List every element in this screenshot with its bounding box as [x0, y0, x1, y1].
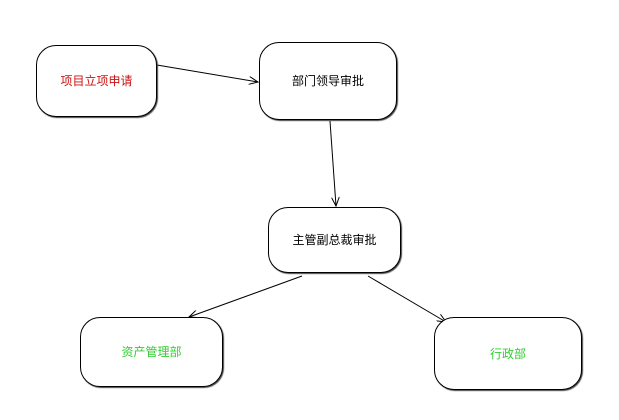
node-asset-management-dept: 资产管理部 [80, 317, 223, 387]
arrow-vp-to-asset-dept [189, 275, 303, 317]
node-label: 行政部 [489, 346, 526, 361]
node-dept-leader-approval: 部门领导审批 [259, 42, 397, 120]
arrow-vp-to-admin-dept [367, 275, 446, 322]
arrow-apply-to-dept-leader [156, 64, 258, 82]
arrow-dept-leader-to-vp [329, 120, 336, 206]
node-label: 资产管理部 [121, 345, 182, 359]
node-vp-approval: 主管副总裁审批 [268, 207, 401, 273]
node-admin-dept: 行政部 [434, 317, 582, 390]
node-label: 项目立项申请 [60, 74, 133, 88]
node-label: 主管副总裁审批 [292, 233, 377, 247]
node-label: 部门领导审批 [291, 74, 364, 88]
node-project-application: 项目立项申请 [36, 45, 157, 117]
